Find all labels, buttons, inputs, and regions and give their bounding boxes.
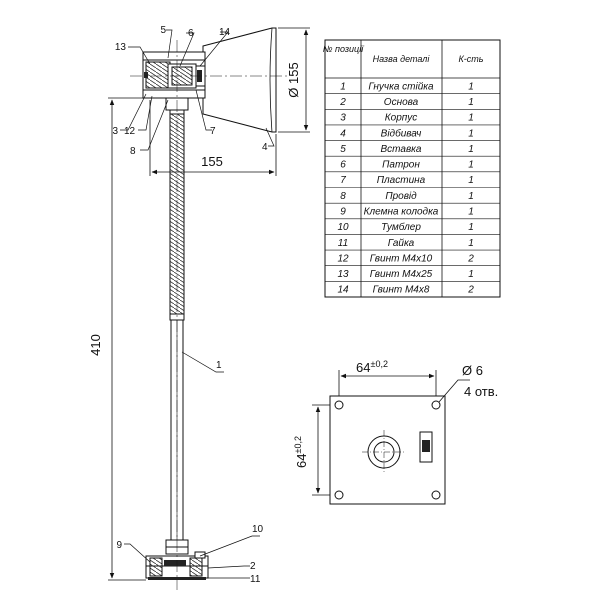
table-cell-qty: 1 <box>468 144 474 155</box>
table-cell-qty: 1 <box>468 206 474 217</box>
diameter-dimension: Ø 155 <box>286 62 301 97</box>
callout-14: 14 <box>219 27 231 38</box>
table-cell-position: 2 <box>339 97 346 108</box>
table-cell-name: Гнучка стійка <box>368 81 434 92</box>
leader-lines <box>120 29 275 579</box>
table-cell-name: Тумблер <box>381 221 421 233</box>
callout-6: 6 <box>188 28 194 39</box>
table-cell-qty: 1 <box>468 97 474 108</box>
callout-13: 13 <box>115 42 127 53</box>
callout-4: 4 <box>262 142 268 153</box>
table-cell-qty: 1 <box>468 160 474 171</box>
callout-11: 11 <box>250 574 261 585</box>
table-cell-name: Гвинт М4х10 <box>370 253 433 264</box>
table-cell-qty: 1 <box>468 191 474 202</box>
table-cell-qty: 1 <box>468 128 474 139</box>
table-cell-position: 6 <box>340 160 346 171</box>
parts-table: № позиції Назва деталі К-сть 1 Гнучка сті… <box>323 39 501 298</box>
table-cell-name: Вставка <box>381 144 422 155</box>
table-cell-position: 5 <box>340 144 346 155</box>
table-cell-position: 9 <box>340 206 346 217</box>
table-cell-position: 14 <box>337 285 349 296</box>
table-cell-name: Гвинт М4х25 <box>370 269 433 280</box>
base-height-value: 64 <box>294 453 309 467</box>
table-cell-name: Провід <box>385 191 417 202</box>
callout-8: 8 <box>130 146 136 157</box>
base-width-value: 64 <box>356 360 370 375</box>
table-cell-qty: 1 <box>468 175 474 186</box>
table-cell-qty: 1 <box>468 81 474 92</box>
table-cell-name: Гвинт М4х8 <box>373 285 430 296</box>
table-cell-position: 4 <box>340 128 346 139</box>
table-cell-qty: 1 <box>468 269 474 280</box>
base-width-dimension: 64±0,2 <box>356 359 388 375</box>
callout-5: 5 <box>160 25 166 36</box>
table-cell-position: 11 <box>338 238 348 249</box>
base-height-tolerance: ±0,2 <box>293 436 303 453</box>
callout-12: 12 <box>124 126 136 137</box>
table-cell-name: Пластина <box>377 175 426 186</box>
height-dimension: 410 <box>88 334 103 356</box>
table-cell-position: 8 <box>340 191 346 202</box>
mount-hole-br <box>431 490 441 500</box>
table-cell-name: Клемна колодка <box>364 206 439 217</box>
mount-hole-bl <box>334 490 344 500</box>
table-cell-qty: 2 <box>467 285 474 296</box>
table-cell-qty: 2 <box>467 253 474 264</box>
reflector <box>202 27 277 133</box>
lamp-side-view <box>130 27 290 590</box>
header-qty: К-сть <box>458 54 483 64</box>
callout-2: 2 <box>250 561 256 572</box>
header-position-text: № позиції <box>323 44 364 54</box>
base-width-tolerance: ±0,2 <box>371 359 388 369</box>
mount-hole-tr <box>431 400 441 410</box>
table-cell-qty: 1 <box>468 238 474 249</box>
callout-1: 1 <box>216 360 222 371</box>
hole-diameter: Ø 6 <box>462 363 483 378</box>
table-cell-position: 3 <box>340 113 346 124</box>
hole-count: 4 отв. <box>464 384 498 399</box>
table-cell-position: 7 <box>340 175 346 186</box>
table-cell-qty: 1 <box>468 113 474 124</box>
width-dimension: 155 <box>201 154 223 169</box>
table-cell-name: Корпус <box>385 113 418 124</box>
table-cell-position: 10 <box>337 222 349 233</box>
callout-10: 10 <box>252 524 264 535</box>
mount-hole-tl <box>334 400 344 410</box>
callout-9: 9 <box>116 540 122 551</box>
table-cell-name: Основа <box>384 97 419 108</box>
table-cell-position: 12 <box>337 253 349 264</box>
base-plate-view <box>329 395 446 505</box>
callout-3: 3 <box>112 126 118 137</box>
header-name: Назва деталі <box>373 54 431 64</box>
base-height-dimension: 64±0,2 <box>293 436 309 468</box>
table-cell-qty: 1 <box>468 222 474 233</box>
table-cell-name: Патрон <box>382 160 420 171</box>
callout-7: 7 <box>210 126 216 137</box>
header-position: № позиції <box>323 44 364 54</box>
base-plate-dimensions <box>312 370 470 496</box>
table-cell-position: 1 <box>340 81 346 92</box>
table-cell-position: 13 <box>337 269 349 280</box>
table-cell-name: Відбивач <box>381 127 422 139</box>
table-cell-name: Гайка <box>388 238 415 249</box>
main-dimensions <box>108 27 310 581</box>
